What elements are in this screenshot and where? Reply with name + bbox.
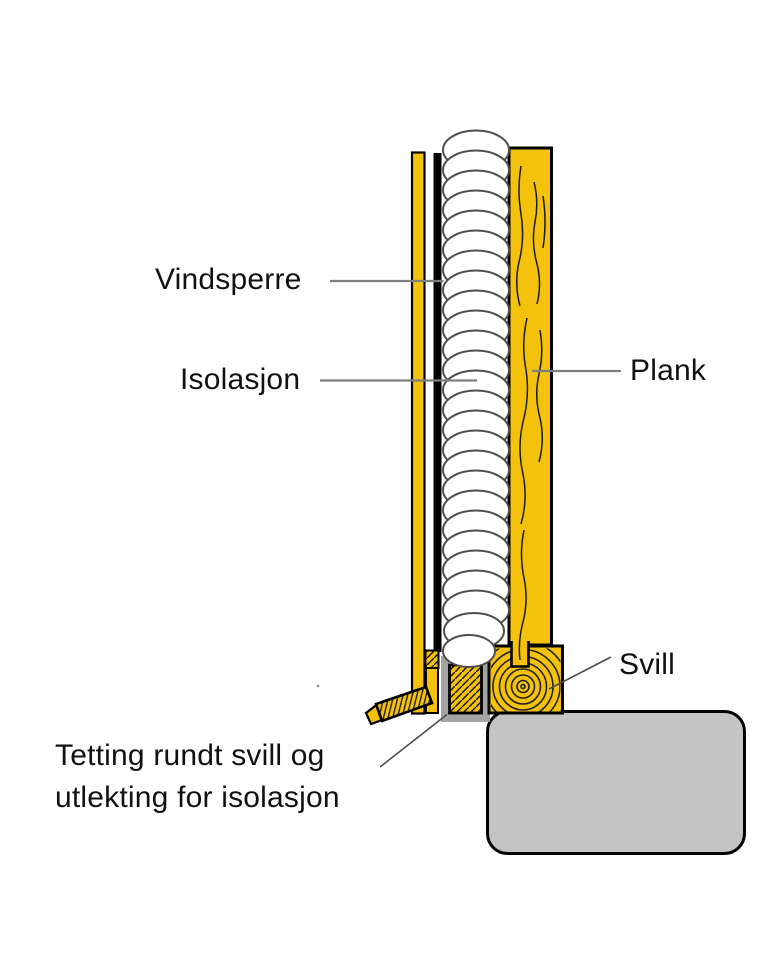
label-plank: Plank bbox=[630, 354, 707, 387]
svill-leader-line bbox=[548, 656, 612, 690]
leader-lines bbox=[320, 279, 621, 768]
label-tetting-line1: Tetting rundt svill og bbox=[55, 739, 325, 772]
label-vindsperre: Vindsperre bbox=[155, 263, 302, 296]
tetting-leader-line bbox=[379, 713, 448, 768]
stray-speck bbox=[316, 684, 320, 688]
insulation-coil bbox=[442, 129, 510, 668]
furring-block bbox=[424, 649, 440, 714]
label-svill: Svill bbox=[619, 648, 676, 681]
cladding-board bbox=[410, 151, 426, 715]
wind-barrier-membrane bbox=[433, 153, 442, 652]
insulation-batten bbox=[448, 663, 483, 715]
plank-board bbox=[507, 146, 553, 668]
sill-end-grain bbox=[491, 648, 561, 712]
plank-grain bbox=[516, 165, 546, 661]
label-tetting-line2: utlekting for isolasjon bbox=[55, 781, 340, 814]
foundation-block bbox=[486, 710, 746, 855]
drip-board bbox=[364, 685, 434, 726]
label-tetting: Tetting rundt svill og utlekting for iso… bbox=[55, 735, 340, 819]
label-isolasjon: Isolasjon bbox=[180, 363, 301, 396]
